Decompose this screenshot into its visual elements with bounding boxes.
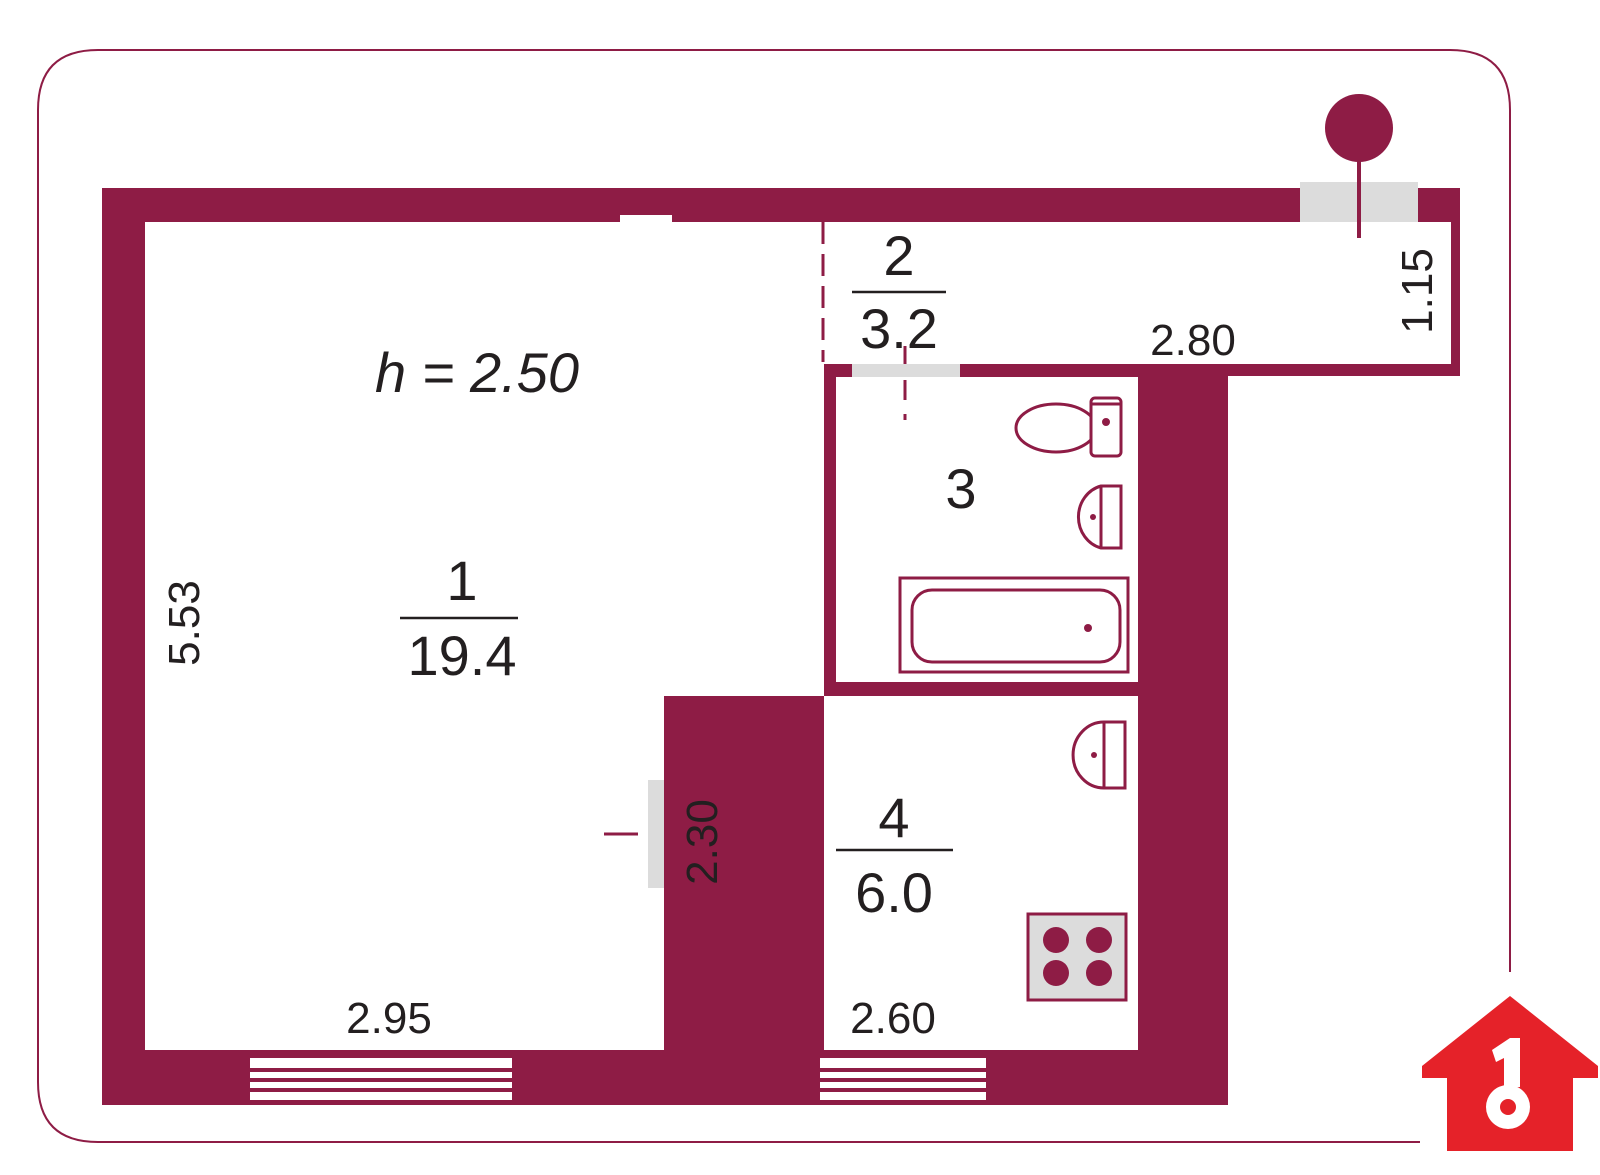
room-2-area: 3.2 <box>860 297 938 360</box>
dimension-room1-width: 2.95 <box>346 994 432 1043</box>
bathtub-icon <box>898 576 1130 674</box>
plan-frame <box>37 49 1511 1143</box>
ceiling-height-label: h = 2.50 <box>375 341 579 404</box>
room-1-number: 1 <box>446 549 477 612</box>
house-key-icon <box>1422 996 1598 1151</box>
room-4-area: 6.0 <box>855 861 933 924</box>
toilet-icon <box>1014 396 1123 458</box>
room-1-area: 19.4 <box>408 624 517 687</box>
washbasin-icon <box>1076 484 1123 550</box>
room-3-number: 3 <box>945 457 976 520</box>
walls <box>102 188 1460 1105</box>
top-wall-gap <box>620 215 672 225</box>
bathroom-door <box>852 364 960 377</box>
dimension-room2-width: 1.15 <box>1393 248 1442 334</box>
room-2-number: 2 <box>883 224 914 287</box>
dimension-room1-length: 5.53 <box>160 580 209 666</box>
window-room4 <box>820 1058 986 1100</box>
entrance-marker-icon <box>1325 94 1393 238</box>
dimension-room4-length: 2.30 <box>678 799 727 885</box>
dimension-room4-width: 2.60 <box>850 994 936 1043</box>
sink-icon <box>1071 720 1127 790</box>
window-room1 <box>250 1058 512 1100</box>
kitchen-door <box>648 780 664 888</box>
dimension-room2-length: 2.80 <box>1150 316 1236 365</box>
stove-icon <box>1026 912 1128 1002</box>
room-4-number: 4 <box>878 786 909 849</box>
